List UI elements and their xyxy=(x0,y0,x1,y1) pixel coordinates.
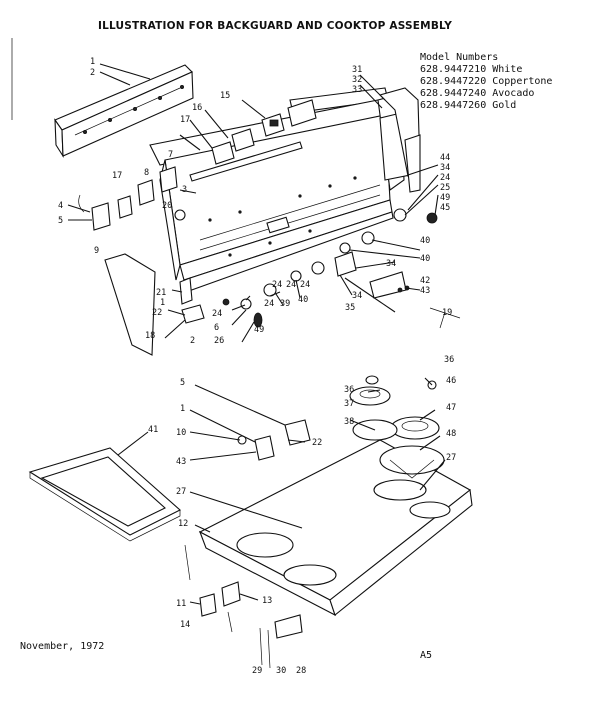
footer-date: November, 1972 xyxy=(20,641,105,652)
callout-2-lower: 2 xyxy=(190,336,195,346)
callout-6: 6 xyxy=(214,323,219,333)
callout-44: 44 xyxy=(440,153,450,163)
callout-43: 43 xyxy=(420,286,430,296)
callout-19: 19 xyxy=(442,308,452,318)
callout-29: 29 xyxy=(252,666,262,676)
callout-47: 47 xyxy=(446,403,456,413)
cooktop-brackets xyxy=(237,419,311,461)
side-panel xyxy=(104,253,156,356)
callout-28: 28 xyxy=(296,666,306,676)
callout-34-b: 34 xyxy=(386,259,396,269)
callout-40-c: 40 xyxy=(298,295,308,305)
diagram-title: ILLUSTRATION FOR BACKGUARD AND COOKTOP A… xyxy=(98,20,453,32)
callout-24-e: 24 xyxy=(212,309,222,319)
callout-17-left: 17 xyxy=(112,171,122,181)
callout-49-b: 49 xyxy=(254,325,264,335)
callout-1-cooktop: 1 xyxy=(180,404,185,414)
callout-12: 12 xyxy=(178,519,188,529)
model-number-gold: 628.9447260 Gold xyxy=(420,100,517,111)
callout-2: 2 xyxy=(90,68,95,78)
callout-49: 49 xyxy=(440,193,450,203)
callout-26: 26 xyxy=(214,336,224,346)
callout-11: 11 xyxy=(176,599,186,609)
rear-panel xyxy=(54,64,194,159)
model-numbers-block: Model Numbers 628.9447210 White 628.9447… xyxy=(420,52,552,112)
callout-30: 30 xyxy=(276,666,286,676)
callout-24-f: 24 xyxy=(264,299,274,309)
callout-43-cooktop: 43 xyxy=(176,457,186,467)
callout-16: 16 xyxy=(192,103,202,113)
lower-knobs xyxy=(222,251,410,328)
callout-40-a: 40 xyxy=(420,236,430,246)
callout-17: 17 xyxy=(180,115,190,125)
callout-8: 8 xyxy=(144,168,149,178)
callout-35: 35 xyxy=(345,303,355,313)
callout-1: 1 xyxy=(90,57,95,67)
callout-14: 14 xyxy=(180,620,190,630)
callout-15: 15 xyxy=(220,91,230,101)
callout-34: 34 xyxy=(440,163,450,173)
callout-13: 13 xyxy=(262,596,272,606)
callout-10: 10 xyxy=(176,428,186,438)
footer-page-number: A5 xyxy=(420,650,433,661)
callout-27-right: 27 xyxy=(446,453,456,463)
screw-19 xyxy=(429,307,461,329)
callout-22: 22 xyxy=(152,308,162,318)
hinge-parts xyxy=(184,544,303,669)
callout-34-c: 34 xyxy=(352,291,362,301)
callout-45: 45 xyxy=(440,203,450,213)
model-number-avocado: 628.9447240 Avocado xyxy=(420,88,535,99)
callout-33: 33 xyxy=(352,85,362,95)
callout-20: 20 xyxy=(162,201,172,211)
callout-24-c: 24 xyxy=(286,280,296,290)
end-bracket-left xyxy=(179,277,205,324)
switch-blocks xyxy=(211,99,317,165)
drip-tray xyxy=(28,447,181,542)
callout-42: 42 xyxy=(420,276,430,286)
callout-9: 9 xyxy=(94,246,99,256)
callout-18: 18 xyxy=(145,331,155,341)
callout-25: 25 xyxy=(440,183,450,193)
callout-38: 38 xyxy=(344,417,354,427)
callout-48: 48 xyxy=(446,429,456,439)
callout-24-d: 24 xyxy=(300,280,310,290)
right-knobs xyxy=(339,208,438,254)
callout-36: 36 xyxy=(344,385,354,395)
model-number-white: 628.9447210 White xyxy=(420,64,523,75)
left-controls xyxy=(78,166,186,231)
callout-37: 37 xyxy=(344,399,354,409)
callout-31: 31 xyxy=(352,65,362,75)
callout-3: 3 xyxy=(182,185,187,195)
callout-24: 24 xyxy=(440,173,450,183)
callout-7: 7 xyxy=(168,150,173,160)
callout-22-cooktop: 22 xyxy=(312,438,322,448)
callout-5: 5 xyxy=(58,216,63,226)
callout-5-lower: 5 xyxy=(180,378,185,388)
callout-36-right: 36 xyxy=(444,355,454,365)
callout-21: 21 xyxy=(156,288,166,298)
callout-1-lower: 1 xyxy=(160,298,165,308)
callout-27: 27 xyxy=(176,487,186,497)
callout-40-b: 40 xyxy=(420,254,430,264)
callout-41: 41 xyxy=(148,425,158,435)
leader-lines xyxy=(67,99,446,605)
side-bracket xyxy=(378,87,421,193)
callout-32: 32 xyxy=(352,75,362,85)
callout-46: 46 xyxy=(446,376,456,386)
cooktop-top xyxy=(198,439,473,617)
model-numbers-heading: Model Numbers xyxy=(420,52,499,63)
callout-numbers: 1 2 15 16 17 17 31 32 33 8 7 3 4 5 20 44… xyxy=(58,57,456,676)
callout-24-b: 24 xyxy=(272,280,282,290)
callout-4: 4 xyxy=(58,201,63,211)
model-number-coppertone: 628.9447220 Coppertone xyxy=(420,76,553,87)
callout-39: 39 xyxy=(280,299,290,309)
